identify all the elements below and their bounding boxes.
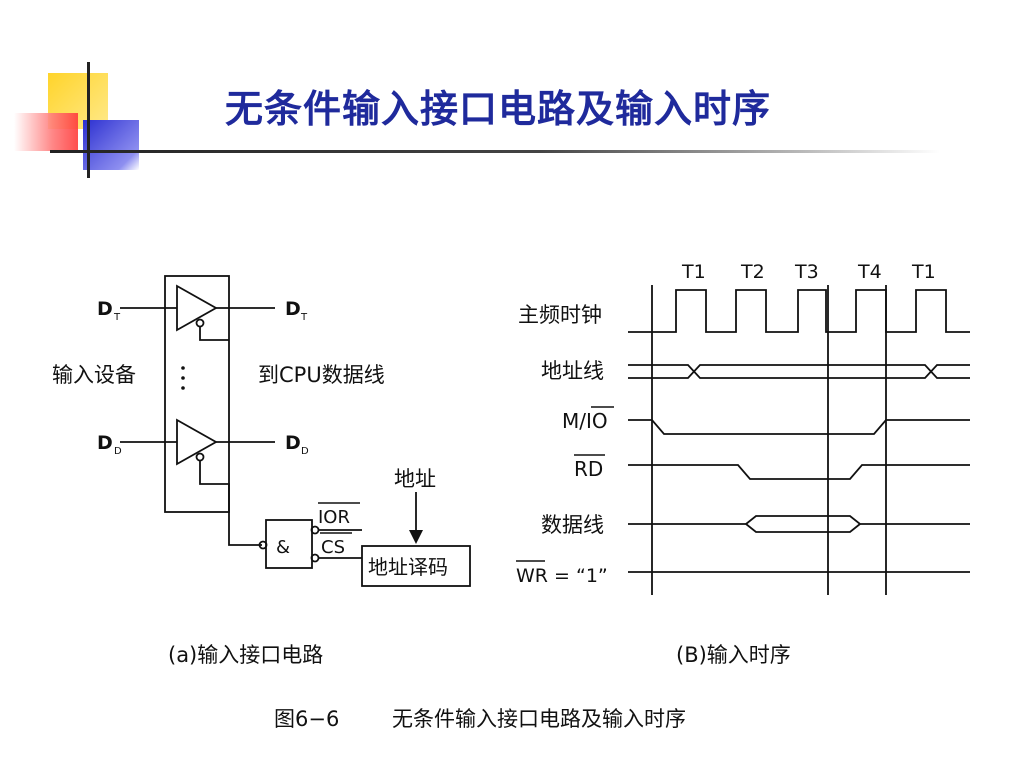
d-bottom-in-sub: D bbox=[114, 446, 122, 457]
address-label: 地址 bbox=[394, 467, 436, 491]
title-underline bbox=[50, 150, 940, 153]
d-bottom-in-label: D bbox=[97, 432, 113, 454]
decoder-label: 地址译码 bbox=[368, 555, 448, 579]
period-label: T4 bbox=[857, 261, 882, 283]
d-top-out-label: D bbox=[285, 298, 301, 320]
d-top-in-sub: T bbox=[113, 312, 121, 323]
clock-waveform bbox=[628, 289, 970, 333]
to-cpu-label: 到CPU数据线 bbox=[258, 363, 385, 387]
period-label: T1 bbox=[681, 261, 706, 283]
rd-waveform bbox=[628, 464, 970, 480]
d-bottom-out-sub: D bbox=[301, 446, 309, 457]
timing-caption: (B)输入时序 bbox=[676, 643, 791, 667]
deco-blue-square bbox=[83, 120, 139, 170]
period-label: T1 bbox=[911, 261, 936, 283]
ior-label: IOR bbox=[318, 507, 350, 528]
buffer-chip-box bbox=[164, 275, 230, 513]
mio-waveform bbox=[628, 419, 970, 435]
d-top-in-label: D bbox=[97, 298, 113, 320]
address-decoder-box bbox=[361, 545, 471, 587]
signal-label-address: 地址线 bbox=[541, 359, 604, 383]
signal-label-data: 数据线 bbox=[541, 513, 604, 537]
cs-label: CS bbox=[321, 537, 345, 558]
signal-label-wr: WR = “1” bbox=[516, 565, 608, 587]
and-gate-symbol: & bbox=[276, 537, 290, 558]
address-bus-waveform bbox=[628, 364, 970, 379]
deco-red-bar bbox=[14, 113, 78, 151]
signal-label-clock: 主频时钟 bbox=[518, 303, 602, 327]
deco-vertical-line bbox=[87, 62, 90, 178]
figure-caption-text: 无条件输入接口电路及输入时序 bbox=[392, 707, 686, 731]
figure-number: 图6−6 bbox=[274, 707, 339, 731]
d-top-out-sub: T bbox=[300, 312, 308, 323]
input-device-label: 输入设备 bbox=[52, 363, 136, 387]
signal-label-rd: RD bbox=[574, 457, 603, 481]
d-bottom-out-label: D bbox=[285, 432, 301, 454]
address-arrow bbox=[409, 530, 423, 544]
circuit-caption: (a)输入接口电路 bbox=[168, 643, 323, 667]
data-bus-waveform bbox=[628, 515, 970, 533]
period-label: T2 bbox=[740, 261, 765, 283]
period-label: T3 bbox=[794, 261, 819, 283]
signal-label-mio: M/IO bbox=[562, 409, 608, 433]
slide-title: 无条件输入接口电路及输入时序 bbox=[225, 87, 772, 131]
